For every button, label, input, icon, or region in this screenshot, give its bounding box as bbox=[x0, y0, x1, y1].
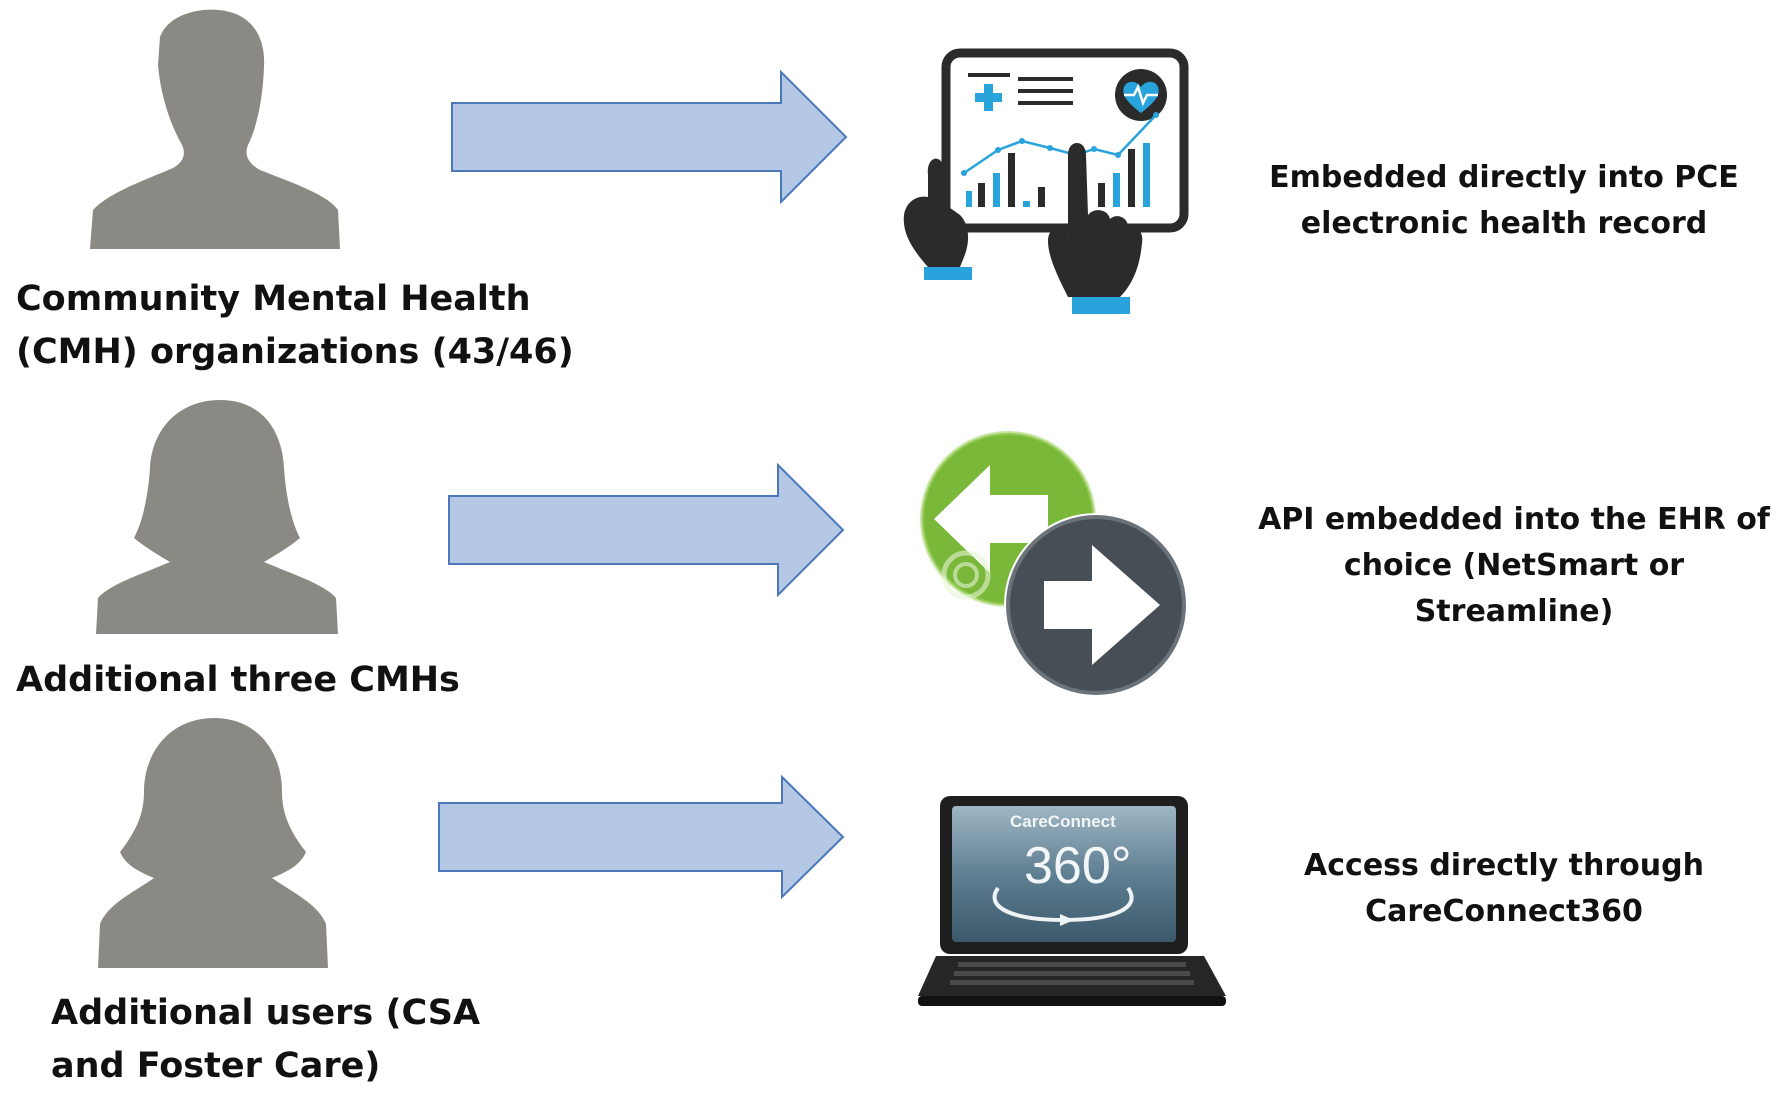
row3-source-line2: and Foster Care) bbox=[51, 1046, 381, 1086]
row1-target-line1: Embedded directly into PCE bbox=[1269, 160, 1739, 195]
row3-source-line1: Additional users (CSA bbox=[51, 993, 481, 1033]
row2-target-line1: API embedded into the EHR of bbox=[1258, 502, 1770, 537]
row3-target-line1: Access directly through bbox=[1304, 848, 1704, 883]
row3-target-label: Access directly through CareConnect360 bbox=[1244, 843, 1764, 935]
row3-source-label: Additional users (CSA and Foster Care) bbox=[51, 987, 611, 1093]
api-exchange-arrows-icon bbox=[908, 425, 1208, 705]
laptop-careconnect-icon: CareConnect 360° bbox=[914, 790, 1230, 1015]
row2-arrow-icon bbox=[447, 463, 847, 598]
row2-target-label: API embedded into the EHR of choice (Net… bbox=[1254, 497, 1774, 635]
row3-target-line2: CareConnect360 bbox=[1365, 894, 1643, 929]
person-silhouette-icon bbox=[88, 5, 342, 249]
row1-source-label: Community Mental Health (CMH) organizati… bbox=[16, 273, 576, 379]
row1-source-line1: Community Mental Health bbox=[16, 279, 531, 319]
row3-arrow-icon bbox=[437, 775, 847, 900]
row2-source-line1: Additional three CMHs bbox=[16, 660, 460, 700]
row2-source-label: Additional three CMHs bbox=[16, 654, 576, 707]
laptop-screen-brand: CareConnect bbox=[1010, 812, 1116, 831]
tablet-analytics-icon bbox=[898, 45, 1198, 370]
person-silhouette-icon bbox=[92, 398, 342, 634]
row1-target-line2: electronic health record bbox=[1300, 206, 1708, 241]
laptop-screen-number: 360° bbox=[1024, 837, 1132, 895]
row1-arrow-icon bbox=[450, 70, 850, 205]
row1-source-line2: (CMH) organizations (43/46) bbox=[16, 332, 574, 372]
person-silhouette-icon bbox=[96, 716, 330, 968]
row2-target-line2: choice (NetSmart or Streamline) bbox=[1343, 548, 1685, 629]
row1-target-label: Embedded directly into PCE electronic he… bbox=[1244, 155, 1764, 247]
